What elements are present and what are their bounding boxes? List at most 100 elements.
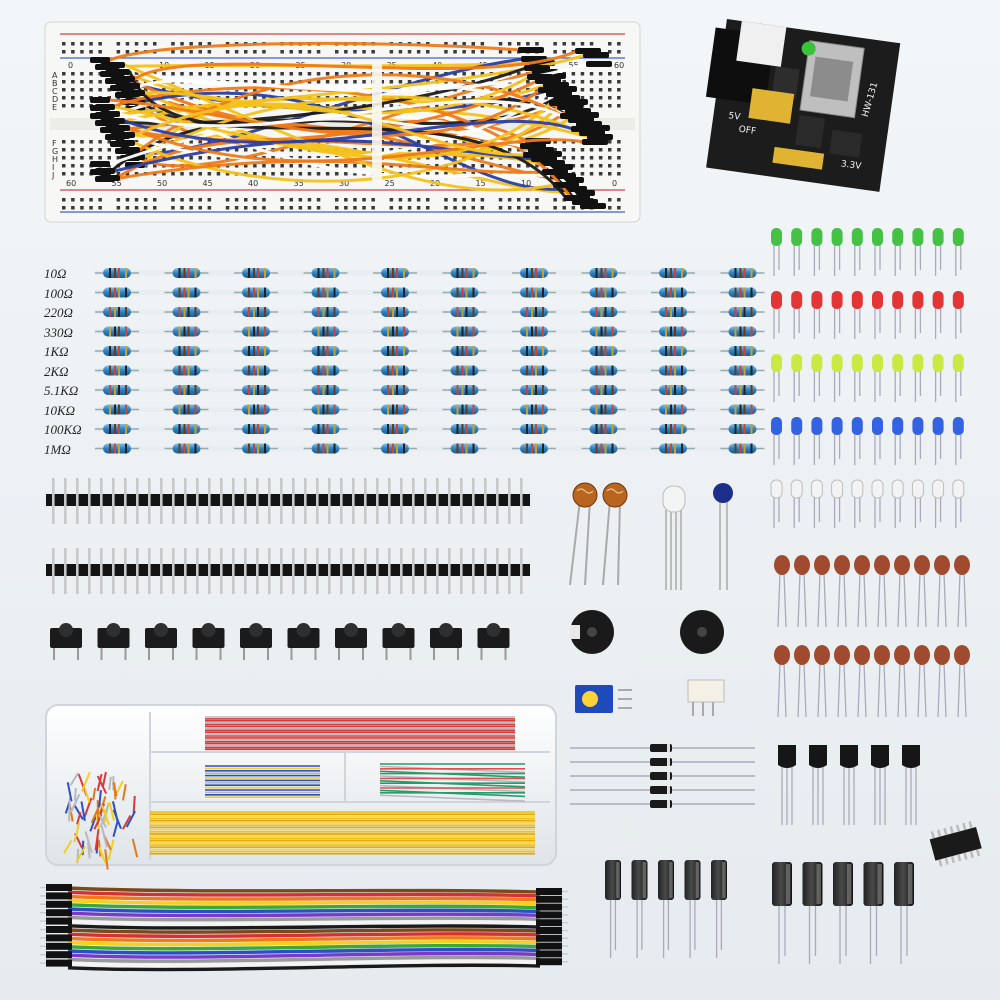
box-wire [86, 842, 91, 859]
breadboard-hole [389, 50, 394, 54]
dupont-connector [536, 958, 562, 966]
resistor-band [264, 385, 266, 395]
ceramic-capacitor [834, 555, 850, 575]
breadboard-hole [89, 72, 93, 76]
resistor-band [333, 404, 336, 415]
ceramic-lead [803, 572, 807, 628]
breadboard-hole [580, 96, 585, 100]
breadboard-hole [207, 50, 212, 54]
led [810, 479, 823, 499]
header-pin [352, 548, 355, 594]
breadboard-hole [125, 104, 130, 108]
dupont-connector [46, 959, 72, 967]
breadboard-hole [617, 50, 621, 54]
header-pin [292, 548, 295, 594]
breadboard-hole [416, 148, 421, 152]
breadboard-hole [289, 198, 293, 202]
resistor-band [595, 404, 598, 415]
breadboard-hole [189, 172, 193, 176]
header-pin [436, 548, 439, 594]
resistor-band [187, 365, 190, 376]
ceramic-lead [837, 572, 841, 628]
header-pin [124, 478, 127, 524]
breadboard-hole [589, 156, 594, 160]
jumper-wire [108, 117, 524, 166]
breadboard-hole [289, 164, 293, 168]
breadboard-hole [71, 156, 75, 160]
breadboard-hole [162, 172, 166, 176]
breadboard-hole [598, 80, 603, 84]
resistor-band [392, 268, 394, 278]
resistor-band [248, 385, 250, 395]
breadboard-hole [62, 50, 66, 54]
resistor-band [403, 268, 405, 278]
breadboard-hole [544, 96, 548, 100]
breadboard-hole [535, 42, 539, 46]
resistor-band [750, 287, 753, 298]
breadboard-hole [71, 206, 75, 210]
breadboard-hole [362, 148, 366, 152]
breadboard-hole [353, 72, 357, 76]
resistor-band [109, 307, 111, 317]
breadboard-hole [80, 140, 84, 144]
resistor-band [253, 424, 255, 434]
breadboard-hole [335, 80, 339, 84]
header-pin [88, 548, 91, 594]
header-pin [424, 548, 427, 594]
breadboard-hole [426, 156, 430, 160]
breadboard-hole [453, 156, 457, 160]
resistor-band [531, 268, 533, 278]
header-pin [184, 478, 187, 524]
breadboard-hole [289, 206, 293, 210]
breadboard-hole [617, 42, 621, 46]
resistor-band [118, 443, 120, 454]
breadboard-hole [198, 198, 202, 202]
resistor-band [125, 404, 127, 415]
breadboard-hole [289, 80, 293, 84]
breadboard-hole [344, 172, 348, 176]
breadboard-hole [507, 148, 512, 152]
box-wire [69, 772, 79, 786]
breadboard-hole [62, 88, 66, 92]
ceramic-capacitor [774, 645, 790, 665]
breadboard-hole [125, 198, 130, 202]
breadboard-hole [298, 198, 303, 202]
resistor-band [526, 385, 528, 395]
box-wire [96, 800, 100, 822]
resistor-band [670, 443, 672, 454]
resistor-band [750, 365, 753, 376]
resistor-band [392, 385, 394, 395]
breadboard-hole [325, 104, 330, 108]
breadboard-hole [171, 172, 175, 176]
breadboard-hole [398, 198, 403, 202]
resistor-band [595, 424, 598, 434]
breadboard-hole [198, 140, 202, 144]
tactile-button-cap [249, 623, 263, 637]
breadboard-hole [189, 88, 193, 92]
resistor-band [465, 385, 468, 395]
breadboard-hole [480, 42, 485, 46]
resistor-band [472, 287, 475, 298]
breadboard-hole [344, 198, 348, 202]
breadboard-hole [98, 148, 102, 152]
resistor-band [333, 385, 336, 395]
resistor-band [604, 404, 607, 415]
breadboard-hole [453, 42, 457, 46]
breadboard-hole [371, 50, 375, 54]
breadboard-hole [589, 96, 594, 100]
breadboard-hole [62, 96, 66, 100]
header-pin [436, 478, 439, 524]
header-pin [196, 548, 199, 594]
breadboard-hole [535, 88, 539, 92]
breadboard-hole [80, 172, 84, 176]
resistor-band [387, 424, 389, 434]
resistor-band [392, 365, 394, 376]
resistor-band [403, 443, 405, 454]
dupont-connector [46, 892, 72, 900]
breadboard-hole [207, 206, 212, 210]
resistor-band [125, 268, 127, 278]
breadboard-hole [225, 96, 230, 100]
resistor-band [387, 268, 389, 278]
breadboard-hole [471, 172, 475, 176]
ceramic-lead [783, 572, 787, 628]
